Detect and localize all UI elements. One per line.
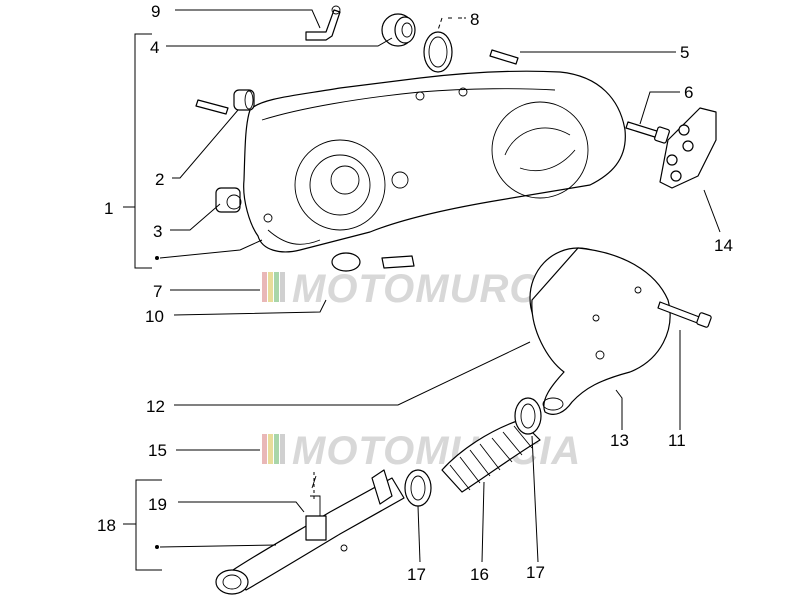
callout-4: 4: [150, 38, 159, 57]
bolt-part-6: [625, 121, 670, 144]
bushing-part-2: [233, 89, 255, 111]
dowel-pin-left: [195, 99, 229, 115]
bellows-part-16: [441, 419, 541, 493]
bushing-part-3: [215, 187, 242, 213]
bracket-part-9: [305, 5, 341, 41]
callout-11: 11: [668, 431, 686, 450]
clamp-part-17-right: [514, 397, 542, 435]
watermark-text-bottom: MOTOMURCIA: [292, 429, 581, 473]
callout-8: 8: [470, 10, 479, 29]
callout-14: 14: [714, 236, 733, 255]
callout-labels: 9 4 8 5 6 2 1 3 14 7 10 12 13 11 15 19 1…: [97, 2, 733, 584]
bracket-part-14: [659, 107, 717, 189]
callout-17-right: 17: [526, 563, 545, 582]
callout-9: 9: [151, 2, 160, 21]
callout-16: 16: [470, 565, 489, 584]
callout-2: 2: [155, 170, 164, 189]
callout-7: 7: [153, 282, 162, 301]
callout-6: 6: [684, 83, 693, 102]
callout-15: 15: [148, 441, 167, 460]
cap-part-7: [331, 252, 361, 272]
clamp-part-17-left: [404, 469, 432, 507]
bearing-part-4: [381, 13, 416, 47]
callout-19: 19: [148, 495, 167, 514]
callout-10: 10: [145, 307, 164, 326]
screw-part-11: [657, 301, 712, 328]
callout-5: 5: [680, 43, 689, 62]
callout-13: 13: [610, 431, 629, 450]
callout-1: 1: [104, 199, 113, 218]
transmission-cover: [243, 70, 626, 253]
callout-3: 3: [153, 222, 162, 241]
clip-part-19: [305, 475, 327, 541]
air-duct-part-13: [529, 247, 671, 415]
pad-part-10: [381, 255, 415, 269]
seal-ring-part-8: [423, 31, 453, 73]
callout-17-left: 17: [407, 565, 426, 584]
leader-lines: [123, 9, 721, 571]
callout-12: 12: [146, 397, 165, 416]
dowel-pin-part-5: [489, 49, 519, 65]
callout-18: 18: [97, 516, 116, 535]
